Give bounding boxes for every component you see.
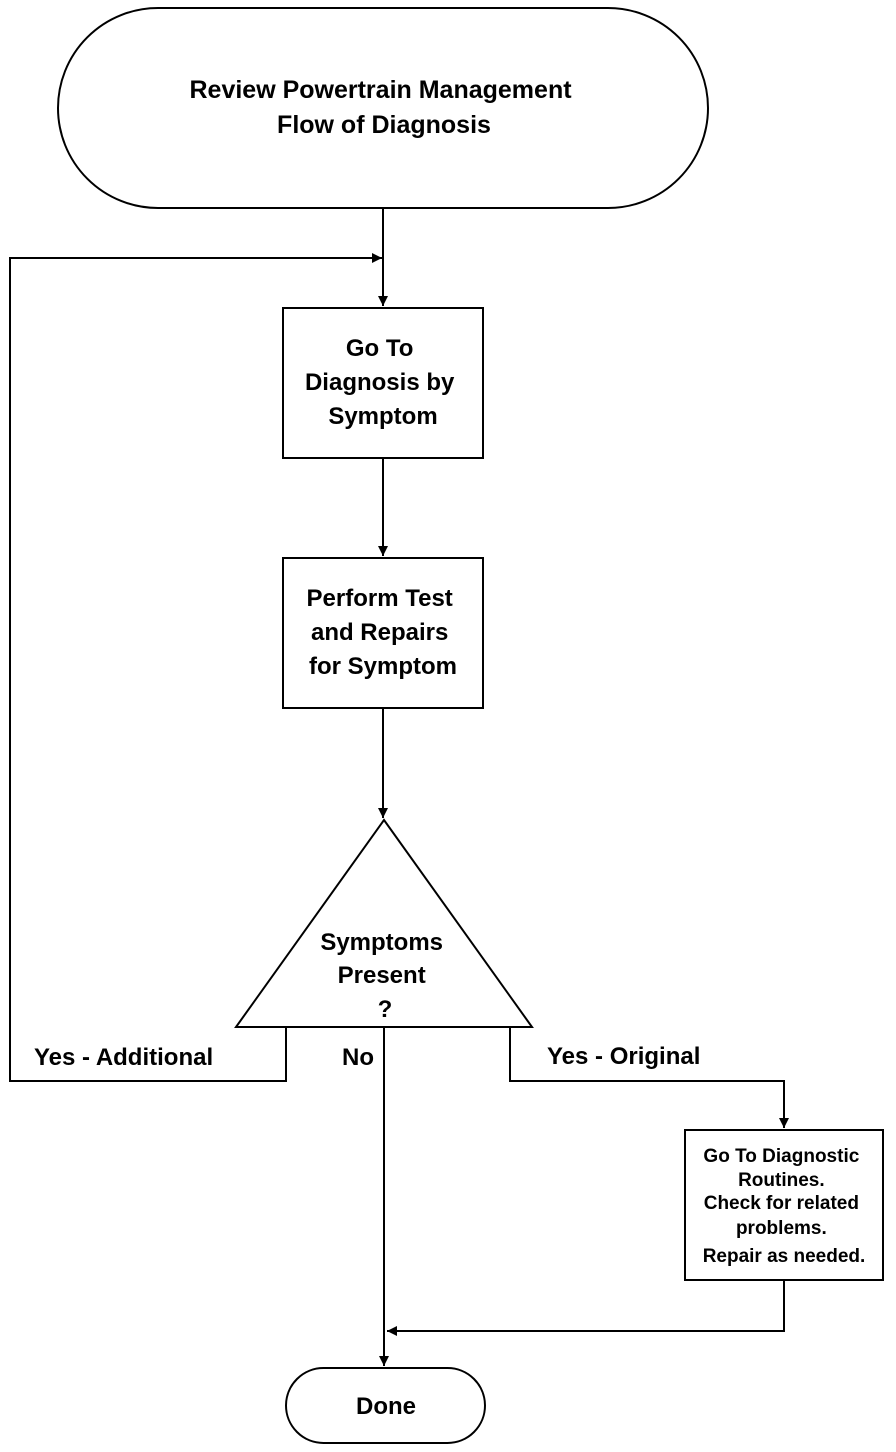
- done-terminator: [285, 1367, 486, 1444]
- diagnostic-routines-box: [684, 1129, 884, 1281]
- done-label: Done: [356, 1393, 416, 1420]
- edge-yes-original: [509, 1027, 789, 1128]
- start-terminator: [57, 7, 709, 209]
- start-label: Review Powertrain Management Flow of Dia…: [189, 76, 578, 139]
- perform-test-label: Perform Test and Repairs for Symptom: [307, 585, 460, 680]
- edge-yes-additional-loop: [9, 253, 382, 1082]
- yes-additional-label: Yes - Additional: [34, 1044, 213, 1071]
- decision-label: Symptoms Present ?: [320, 929, 449, 1023]
- edge-routines-to-done: [387, 1280, 785, 1336]
- diagnosis-by-symptom-label: Go To Diagnosis by Symptom: [305, 335, 461, 430]
- perform-test-box: [282, 557, 484, 709]
- yes-original-label: Yes - Original: [547, 1043, 700, 1070]
- no-label: No: [342, 1044, 374, 1071]
- diagnostic-routines-label: Go To Diagnostic Routines. Check for rel…: [703, 1146, 866, 1267]
